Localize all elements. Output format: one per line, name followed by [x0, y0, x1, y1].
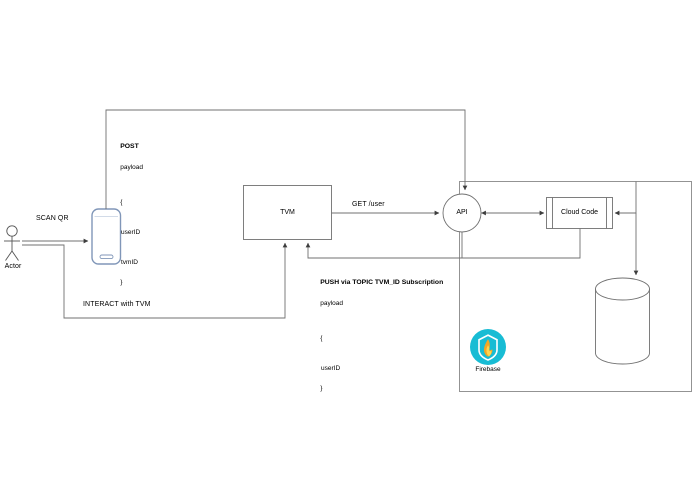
- push-payload-close-brace: }: [320, 385, 323, 393]
- firebase-logo-icon: [470, 329, 506, 365]
- push-payload-subheader: payload: [320, 299, 344, 307]
- push-payload-field-0: userID: [321, 365, 341, 373]
- firebase-container: [459, 181, 692, 392]
- post-payload-field-1: tvmID: [121, 259, 138, 267]
- post-payload-open-brace: {: [120, 198, 123, 206]
- actor-label: Actor: [4, 263, 22, 270]
- push-payload-open-brace: {: [320, 334, 323, 342]
- edge-return-loop: [614, 181, 637, 216]
- push-payload-gap: [313, 319, 443, 324]
- cloud-code-label: Cloud Code: [561, 209, 598, 216]
- edge-push-tvm: [305, 232, 463, 259]
- tvm-label: TVM: [280, 209, 295, 216]
- post-payload-header: POST: [120, 143, 139, 151]
- push-payload-header: PUSH via TOPIC TVM_ID Subscription: [320, 279, 444, 287]
- edge-label-get-user: GET /user: [352, 201, 385, 208]
- post-payload-gap: [113, 183, 143, 188]
- cloud-code-node: [546, 197, 613, 229]
- edge-label-interact-tvm: INTERACT with TVM: [83, 301, 151, 308]
- edge-cloudcode-bus: [462, 228, 581, 259]
- tvm-node: [243, 185, 332, 240]
- edge-interact-tvm: [22, 242, 288, 319]
- post-payload-field-0: userID: [121, 229, 141, 237]
- post-payload-subheader: payload: [120, 163, 144, 171]
- firebase-label: Firebase: [475, 366, 501, 373]
- edge-label-scan-qr: SCAN QR: [36, 215, 69, 222]
- post-payload-block: POST payload { userID tvmID }: [113, 132, 143, 298]
- edge-post: [105, 109, 468, 209]
- database-node: [595, 277, 650, 365]
- push-payload-block: PUSH via TOPIC TVM_ID Subscription paylo…: [313, 268, 443, 404]
- api-label: API: [456, 209, 468, 216]
- smartphone-icon: [91, 208, 122, 265]
- post-payload-close-brace: }: [120, 279, 123, 287]
- actor-icon: [4, 225, 20, 261]
